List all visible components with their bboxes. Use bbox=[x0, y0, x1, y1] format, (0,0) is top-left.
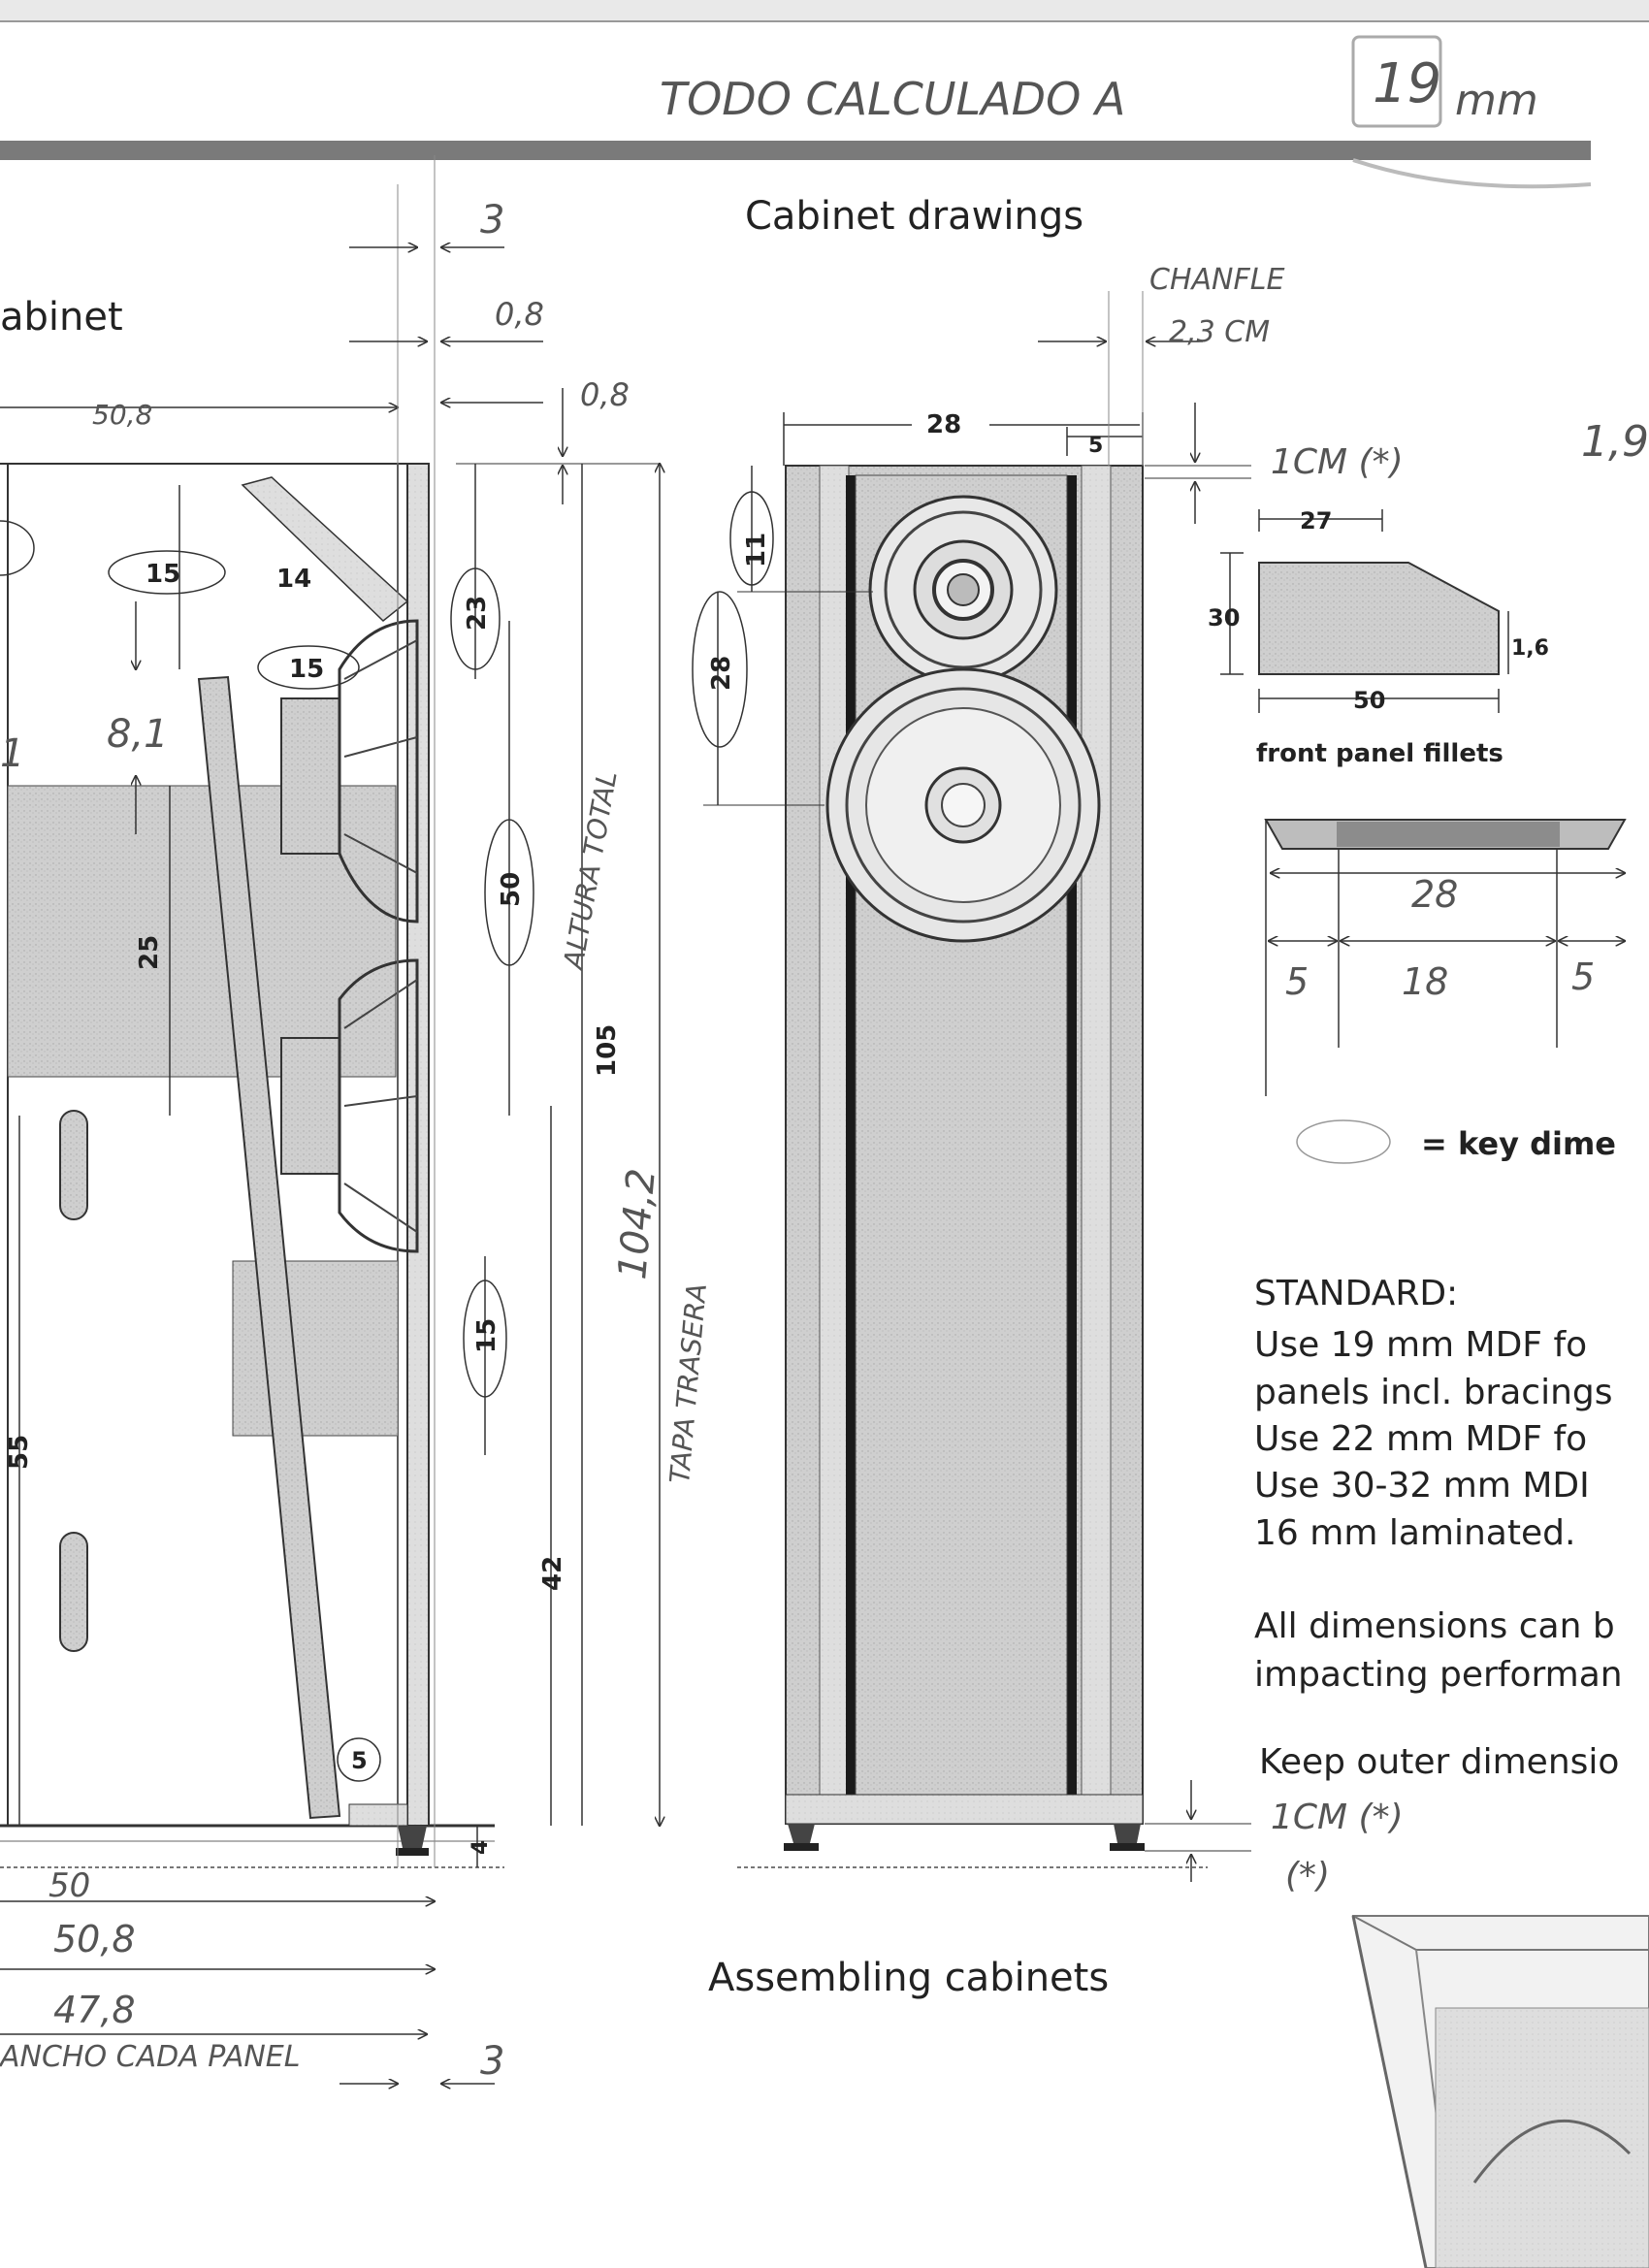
dimension-label: 1CM (*) bbox=[1271, 1798, 1404, 1837]
key-dimension-legend: = key dime bbox=[1296, 1119, 1616, 1164]
dimension-label: 42 bbox=[538, 1556, 567, 1591]
dimension-label: 30 bbox=[1208, 604, 1240, 632]
tweeter-front-icon bbox=[868, 495, 1058, 685]
dimension-label: CHANFLE bbox=[1149, 263, 1284, 297]
dimension-label: 8,1 bbox=[107, 712, 169, 757]
dimension-label: 50 bbox=[48, 1866, 90, 1905]
dimension-label: 0,8 bbox=[495, 296, 544, 333]
dimension-label: 2,3 CM bbox=[1169, 315, 1270, 349]
fillet-diagram: 27 30 1,6 50 front panel fillets bbox=[1208, 507, 1549, 768]
dimension-label: 105 bbox=[593, 1024, 622, 1077]
dimension-label: 11 bbox=[742, 533, 771, 567]
standard-notes: STANDARD: Use 19 mm MDF fo panels incl. … bbox=[1254, 1274, 1623, 1782]
dimension-label: 15 bbox=[472, 1318, 501, 1353]
dimension-label: 5 bbox=[1088, 434, 1103, 458]
dimension-label: 5 bbox=[1285, 960, 1309, 1003]
dimension-label: 0,8 bbox=[580, 376, 630, 413]
dimension-label: 27 bbox=[1300, 507, 1332, 535]
header-band bbox=[0, 141, 1591, 160]
dimension-label: (*) bbox=[1285, 1856, 1330, 1895]
dimension-label: 25 bbox=[135, 935, 164, 970]
dimension-label: 5 bbox=[351, 1747, 368, 1774]
dimension-label: Use 22 mm MDF fo bbox=[1254, 1419, 1587, 1459]
dimension-label: impacting performan bbox=[1254, 1655, 1623, 1695]
section-footer-title: Assembling cabinets bbox=[708, 1956, 1109, 2000]
handwritten-header-note: TODO CALCULADO A 19 mm bbox=[660, 35, 1592, 189]
woofer-front-icon bbox=[825, 667, 1101, 943]
dimension-label: 104,2 bbox=[610, 1167, 664, 1281]
panel-section-diagram: 28 5 18 5 bbox=[1264, 819, 1627, 1096]
left-partial-title: abinet bbox=[0, 295, 123, 340]
dimension-label: 28 bbox=[707, 656, 736, 691]
dimension-label: 50,8 bbox=[92, 399, 152, 431]
dimension-label: ANCHO CADA PANEL bbox=[0, 2040, 300, 2074]
dimension-label: 14 bbox=[276, 565, 311, 594]
tweeter-side-icon bbox=[280, 619, 419, 923]
dimension-label: = key dime bbox=[1421, 1125, 1616, 1162]
dimension-label: 1,6 bbox=[1511, 636, 1549, 661]
dimension-label: 50 bbox=[497, 872, 526, 907]
dimension-label: TODO CALCULADO A bbox=[660, 73, 1125, 125]
woofer-side-icon bbox=[280, 958, 419, 1253]
dimension-label: STANDARD: bbox=[1254, 1274, 1458, 1313]
dimension-label: TAPA TRASERA bbox=[663, 1281, 713, 1484]
dimension-label: 50 bbox=[1353, 687, 1385, 714]
dimension-label: 4 bbox=[469, 1840, 493, 1855]
dimension-label: 47,8 bbox=[53, 1989, 136, 2031]
front-view-drawing: 28 5 11 28 CHANFLE 2,3 CM 1CM (*) 1CM (*… bbox=[692, 263, 1404, 1895]
dimension-label: 28 bbox=[926, 410, 961, 439]
dimension-label: 50,8 bbox=[53, 1918, 136, 1960]
dimension-label: 18 bbox=[1402, 960, 1448, 1003]
dimension-label: Keep outer dimensio bbox=[1259, 1742, 1619, 1782]
cabinet-sketch bbox=[1351, 1915, 1649, 2268]
dimension-label: 3 bbox=[480, 198, 504, 243]
dimension-label: 1CM (*) bbox=[1271, 442, 1404, 482]
page-title: Cabinet drawings bbox=[745, 194, 1083, 239]
dimension-label: 19 bbox=[1373, 52, 1441, 115]
dimension-label: 55 bbox=[5, 1435, 34, 1470]
dimension-label: mm bbox=[1455, 76, 1538, 125]
dimension-label: 28 bbox=[1411, 873, 1458, 916]
side-view-drawing: 50,8 3 0,8 0,8 15 14 15 8,1 1 23 50 ALTU… bbox=[0, 155, 713, 2084]
dimension-label: ALTURA TOTAL bbox=[557, 768, 624, 973]
dimension-label: Use 30-32 mm MDI bbox=[1254, 1466, 1590, 1506]
dimension-label: 3 bbox=[480, 2039, 504, 2084]
dimension-label: 15 bbox=[289, 655, 324, 684]
dimension-label: All dimensions can b bbox=[1254, 1606, 1615, 1646]
dimension-label: 15 bbox=[146, 560, 180, 589]
dimension-label: Use 19 mm MDF fo bbox=[1254, 1325, 1587, 1365]
dimension-label: front panel fillets bbox=[1256, 739, 1504, 768]
dimension-label: 16 mm laminated. bbox=[1254, 1513, 1575, 1553]
right-edge-note: 1,9 bbox=[1581, 417, 1649, 467]
dimension-label: 23 bbox=[463, 596, 492, 631]
dimension-label: 5 bbox=[1571, 956, 1595, 998]
dimension-label: panels incl. bracings bbox=[1254, 1373, 1613, 1412]
dimension-label: 1 bbox=[0, 731, 24, 776]
